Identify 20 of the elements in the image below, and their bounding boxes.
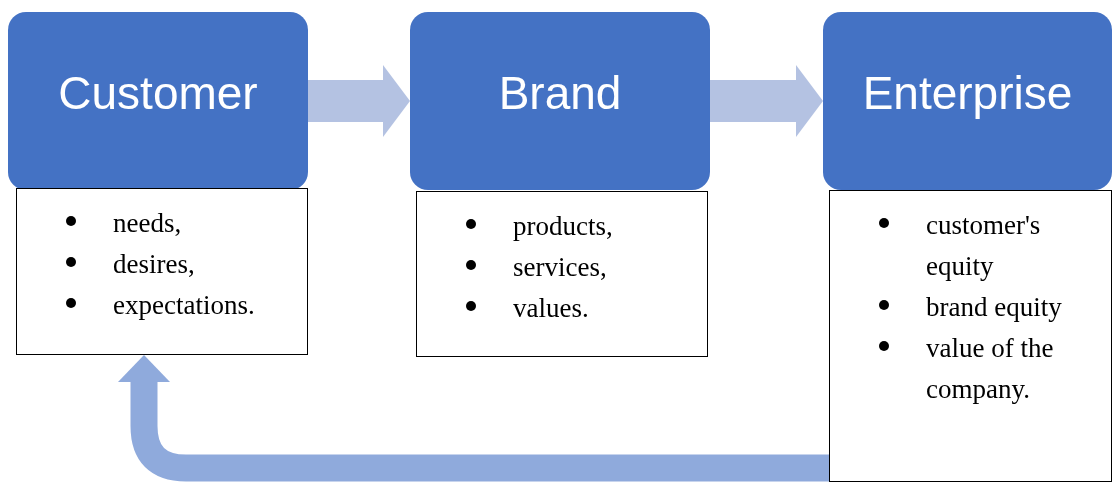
list-item: expectations. (113, 289, 255, 322)
list-item: brand equity (926, 291, 1062, 324)
header-box (410, 12, 710, 190)
list-item: desires, (113, 248, 195, 281)
block-arrow (118, 355, 829, 482)
list-item: products, (513, 210, 613, 243)
header-text: Enterprise (862, 70, 1073, 121)
list-item: needs, (113, 207, 182, 240)
list-item: values. (513, 292, 589, 325)
header-box (8, 12, 308, 190)
list-item: value of the company. (926, 332, 1055, 406)
list-item: services, (513, 251, 607, 284)
header-text: Customer (58, 70, 258, 121)
list-box (416, 191, 708, 357)
block-arrow (308, 65, 410, 137)
header-text: Brand (498, 70, 622, 121)
block-arrow (710, 65, 823, 137)
header-box (823, 12, 1112, 190)
list-box (16, 188, 308, 355)
list-box (829, 190, 1112, 482)
